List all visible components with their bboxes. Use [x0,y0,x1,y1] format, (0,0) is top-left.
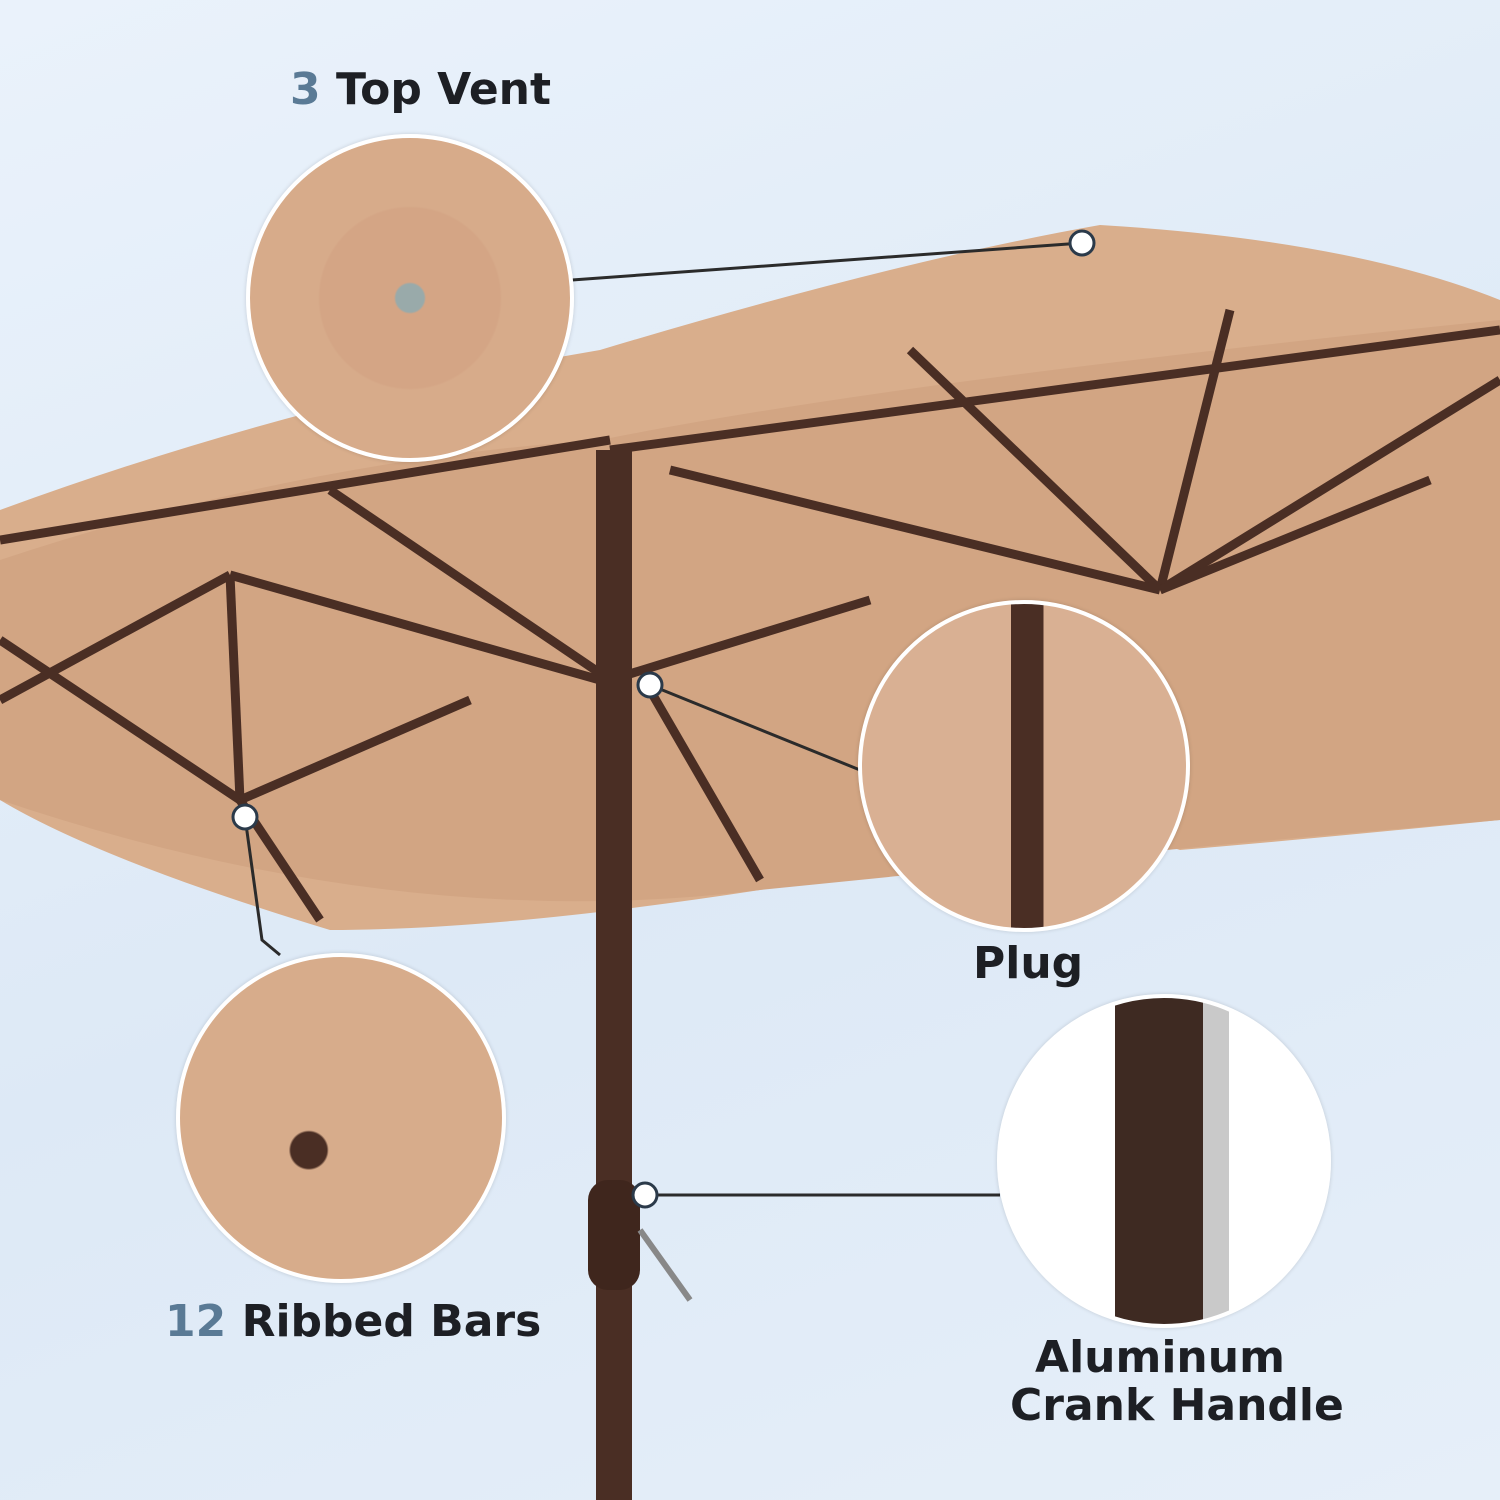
crank-label: Aluminum Crank Handle [1010,1332,1344,1432]
ribbed-bars-label: 12 Ribbed Bars [165,1296,542,1347]
plug-detail-photo [858,600,1190,932]
top-vent-marker [1068,229,1096,257]
ribs-detail-photo [176,953,506,1283]
plug-marker [636,671,664,699]
top-vent-label: 3 Top Vent [290,64,552,115]
top-vent-number: 3 [290,64,321,115]
ribs-marker [231,803,259,831]
top-vent-detail-photo [246,134,574,462]
crank-marker [631,1181,659,1209]
ribbed-bars-text: Ribbed Bars [241,1296,542,1347]
ribs [0,308,1500,923]
crank-label-line2: Crank Handle [1010,1380,1344,1432]
pole [596,450,632,1500]
top-vent-text: Top Vent [335,64,552,115]
crank-detail-photo [997,994,1331,1328]
ribbed-bars-number: 12 [165,1296,227,1347]
crank-label-line1: Aluminum [1035,1332,1285,1383]
plug-label: Plug [973,938,1084,989]
